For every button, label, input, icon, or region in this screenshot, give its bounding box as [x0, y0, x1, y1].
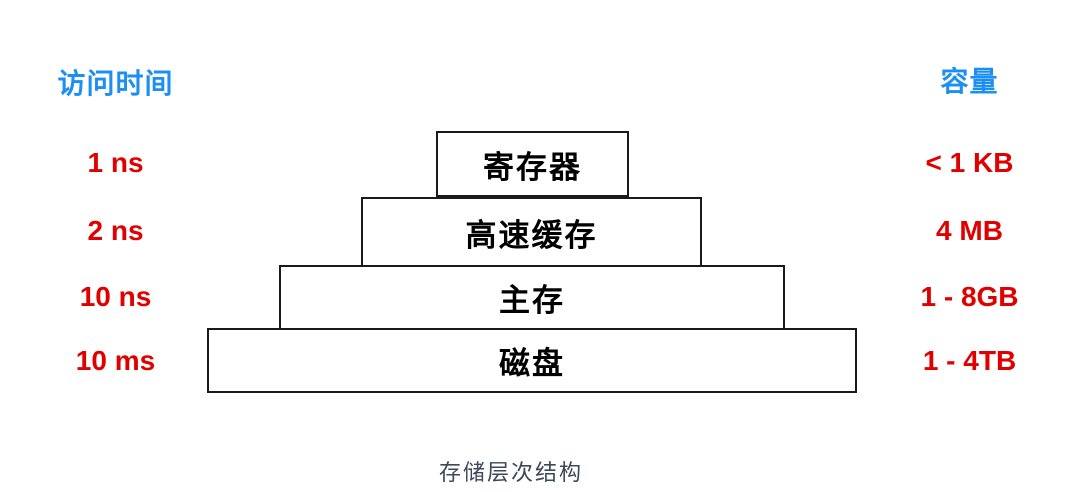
access-time-disk: 10 ms: [75, 344, 156, 376]
pyramid-level-label: 主存: [499, 283, 565, 318]
capacity-column-header: 容量: [940, 66, 999, 97]
capacity-disk: 1 - 4TB: [922, 344, 1017, 376]
access-time-column-header: 访问时间: [57, 68, 174, 99]
diagram-caption: 存储层次结构: [438, 460, 583, 485]
pyramid-level-cache: 高速缓存: [361, 197, 702, 267]
access-time-cache: 2 ns: [87, 215, 144, 246]
pyramid-level-registers: 寄存器: [436, 131, 629, 197]
pyramid-level-main-memory: 主存: [279, 265, 785, 330]
pyramid-level-label: 磁盘: [499, 346, 565, 381]
pyramid-level-label: 高速缓存: [465, 217, 598, 253]
access-time-registers: 1 ns: [87, 147, 144, 178]
pyramid-level-label: 寄存器: [483, 149, 582, 185]
capacity-registers: < 1 KB: [925, 147, 1014, 178]
capacity-cache: 4 MB: [936, 215, 1003, 246]
capacity-main-memory: 1 - 8GB: [920, 280, 1019, 312]
access-time-main-memory: 10 ns: [79, 280, 152, 312]
pyramid-level-disk: 磁盘: [207, 328, 857, 393]
